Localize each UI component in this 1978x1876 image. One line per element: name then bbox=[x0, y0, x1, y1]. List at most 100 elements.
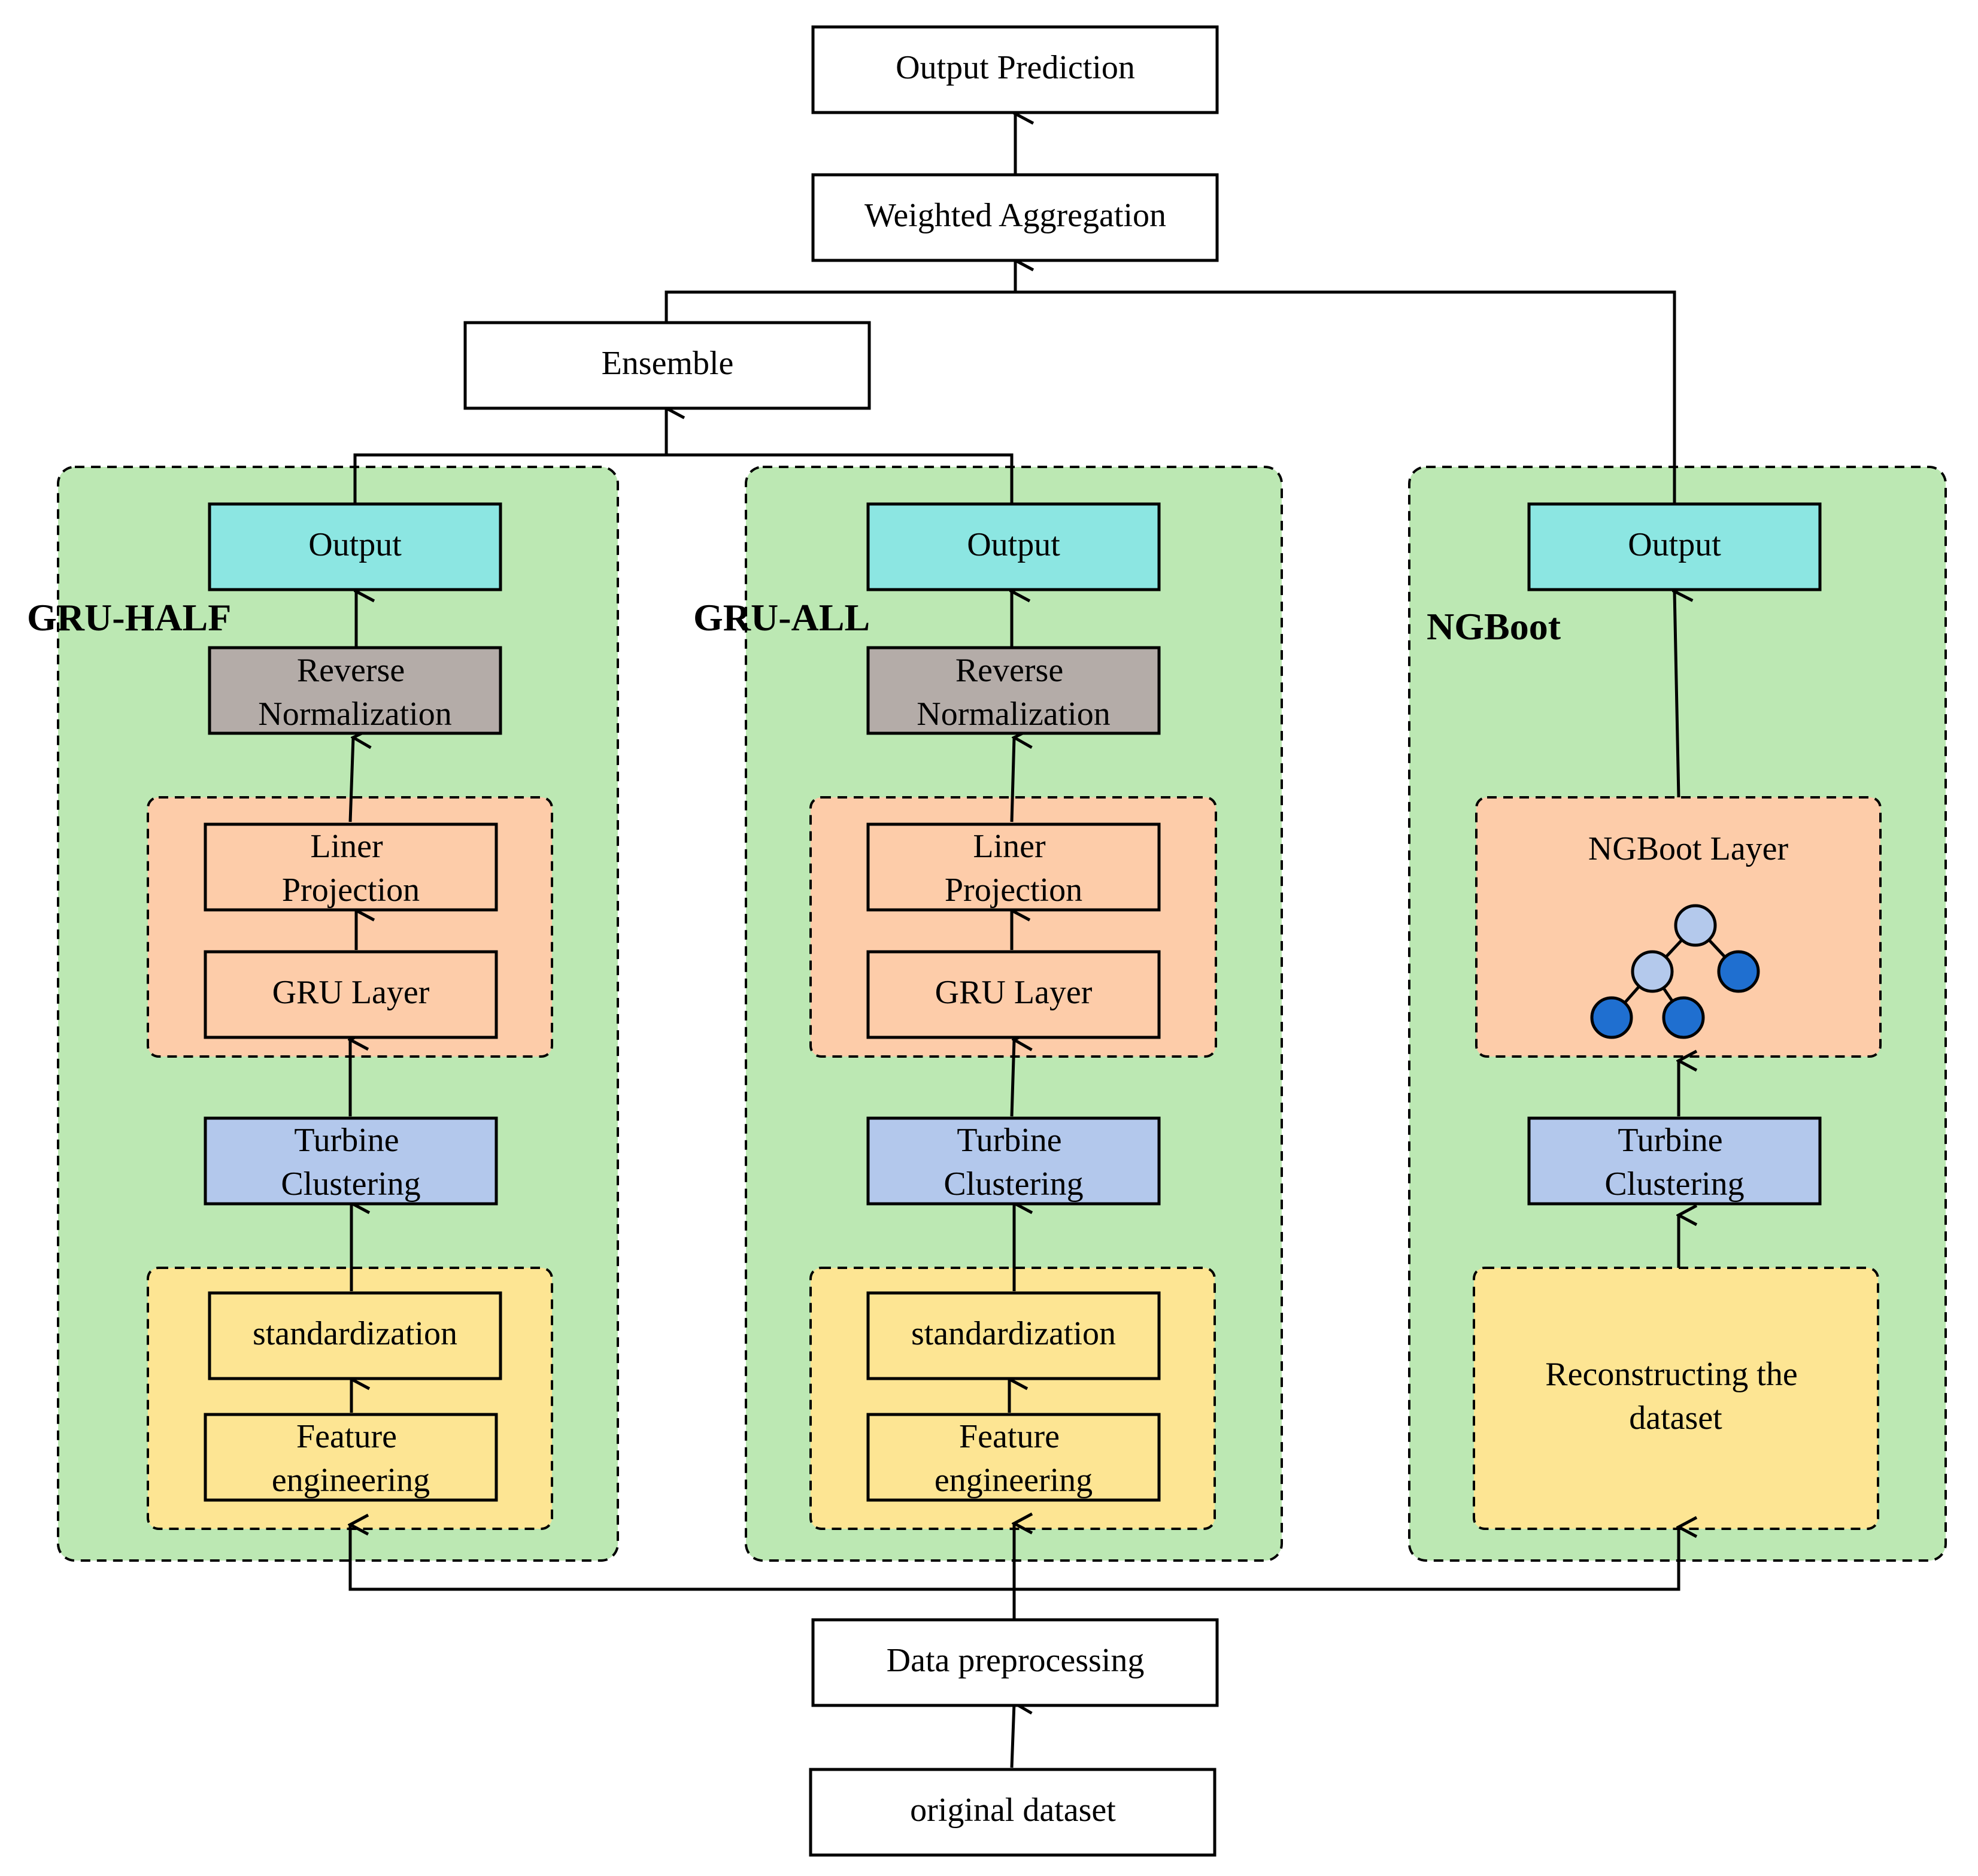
gru-half-liner-projection-box: Liner Projection bbox=[204, 822, 498, 912]
ngboot-output-rect bbox=[1527, 502, 1822, 591]
gru-all-clustering-line-1: Turbine bbox=[957, 1122, 1061, 1159]
gru-all-title: GRU-ALL bbox=[693, 596, 870, 639]
gru-all-reverse-line-1: Reverse bbox=[955, 652, 1063, 689]
reconstructing-line-1: Reconstructing the bbox=[1545, 1356, 1797, 1393]
arrow-ngboot-layer-to-output bbox=[1674, 591, 1679, 798]
gru-half-standardization-rect bbox=[208, 1291, 502, 1380]
gru-all-output-rect bbox=[866, 502, 1161, 591]
tree-node-left-leaf bbox=[1590, 996, 1633, 1039]
gru-half-output-label: Output bbox=[308, 526, 402, 563]
gru-all-clustering-label: Turbine Clustering bbox=[944, 1122, 1083, 1203]
data-preprocessing-box: Data preprocessing bbox=[811, 1618, 1219, 1707]
original-dataset-label: original dataset bbox=[910, 1792, 1116, 1829]
connectors bbox=[350, 114, 1679, 1768]
arrow-projection-to-reverse-all bbox=[1010, 737, 1014, 822]
gru-all-projection-line-1: Liner bbox=[973, 828, 1046, 865]
ensemble-rect bbox=[463, 321, 871, 410]
gru-all-standardization-box: standardization bbox=[866, 1291, 1161, 1380]
gru-half-standardization-box: standardization bbox=[208, 1291, 502, 1380]
gru-half-projection-line-1: Liner bbox=[310, 828, 383, 865]
reconstructing-label: Reconstructing the dataset bbox=[1545, 1356, 1806, 1437]
gru-half-feature-line-2: engineering bbox=[272, 1462, 430, 1499]
gru-all-reverse-rect bbox=[866, 646, 1161, 735]
gru-all-projection-label: Liner Projection bbox=[945, 828, 1082, 909]
reconstructing-block bbox=[1473, 1267, 1879, 1530]
gru-all-feature-line-2: engineering bbox=[935, 1462, 1093, 1499]
ngboot-clustering-label: Turbine Clustering bbox=[1604, 1122, 1744, 1203]
gru-all-output-label: Output bbox=[967, 526, 1060, 563]
tree-node-root bbox=[1674, 904, 1717, 947]
gru-all-projection-rect bbox=[866, 822, 1161, 912]
gru-all-feature-engineering-box: Feature engineering bbox=[866, 1413, 1161, 1502]
gru-half-reverse-rect bbox=[208, 646, 502, 735]
gru-all-projection-line-2: Projection bbox=[945, 872, 1082, 909]
gru-half-clustering-line-2: Clustering bbox=[281, 1165, 420, 1203]
ngboot-clustering-rect bbox=[1527, 1116, 1822, 1206]
arrow-dataset-to-preprocessing bbox=[1010, 1703, 1014, 1768]
arrow-clustering-to-gru-all bbox=[1010, 1040, 1014, 1117]
ngboot-layer-label: NGBoot Layer bbox=[1588, 830, 1789, 867]
gru-all-feature-label: Feature engineering bbox=[935, 1418, 1093, 1499]
gru-half-title: GRU-HALF bbox=[27, 596, 231, 639]
ngboot-output-label: Output bbox=[1628, 526, 1721, 563]
gru-half-gru-label: GRU Layer bbox=[272, 974, 430, 1011]
gru-half-feature-rect bbox=[204, 1413, 498, 1502]
gru-all-output-box: Output bbox=[866, 502, 1161, 591]
ngboot-output-box: Output bbox=[1527, 502, 1822, 591]
gru-half-turbine-clustering-box: Turbine Clustering bbox=[204, 1116, 498, 1206]
gru-all-feature-rect bbox=[866, 1413, 1161, 1502]
gru-half-standardization-label: standardization bbox=[253, 1315, 457, 1352]
gru-all-standardization-rect bbox=[866, 1291, 1161, 1380]
gru-half-gru-layer-box: GRU Layer bbox=[204, 950, 498, 1039]
gru-all-liner-projection-box: Liner Projection bbox=[866, 822, 1161, 912]
gru-all-turbine-clustering-box: Turbine Clustering bbox=[866, 1116, 1161, 1206]
tree-node-center-leaf bbox=[1662, 996, 1705, 1039]
gru-all-clustering-line-2: Clustering bbox=[944, 1165, 1083, 1203]
gru-half-projection-label: Liner Projection bbox=[282, 828, 420, 909]
weighted-aggregation-box: Weighted Aggregation bbox=[811, 173, 1219, 262]
data-preprocessing-rect bbox=[811, 1618, 1219, 1707]
gru-half-projection-rect bbox=[204, 822, 498, 912]
gru-half-reverse-label: Reverse Normalization bbox=[258, 652, 451, 733]
weighted-aggregation-rect bbox=[811, 173, 1219, 262]
gru-half-projection-line-2: Projection bbox=[282, 872, 420, 909]
gru-all-gru-label: GRU Layer bbox=[935, 974, 1093, 1011]
tree-node-right-leaf bbox=[1717, 950, 1760, 993]
arrow-to-gru-half-branch bbox=[350, 1525, 1014, 1591]
gru-half-feature-engineering-box: Feature engineering bbox=[204, 1413, 498, 1502]
ensemble-label: Ensemble bbox=[602, 345, 734, 382]
ngboot-clustering-line-1: Turbine bbox=[1618, 1122, 1722, 1159]
gru-half-feature-label: Feature engineering bbox=[272, 1418, 430, 1499]
gru-all-clustering-rect bbox=[866, 1116, 1161, 1206]
gru-half-gru-rect bbox=[204, 950, 498, 1039]
gru-all-feature-line-1: Feature bbox=[959, 1418, 1060, 1455]
data-preprocessing-label: Data preprocessing bbox=[887, 1642, 1145, 1679]
gru-all-reverse-normalization-box: Reverse Normalization bbox=[866, 646, 1161, 735]
line-gru-outputs-merge bbox=[353, 453, 1014, 504]
original-dataset-rect bbox=[809, 1768, 1216, 1857]
gru-half-reverse-normalization-box: Reverse Normalization bbox=[208, 646, 502, 735]
output-prediction-label: Output Prediction bbox=[896, 49, 1135, 86]
original-dataset-box: original dataset bbox=[809, 1768, 1216, 1857]
gru-all-reverse-line-2: Normalization bbox=[917, 696, 1110, 733]
gru-half-clustering-label: Turbine Clustering bbox=[281, 1122, 420, 1203]
ensemble-box: Ensemble bbox=[463, 321, 871, 410]
gru-all-standardization-label: standardization bbox=[911, 1315, 1116, 1352]
line-ensemble-ngboot-merge bbox=[665, 290, 1676, 504]
arrow-to-ngboot-branch bbox=[1014, 1527, 1679, 1591]
gru-half-clustering-line-1: Turbine bbox=[294, 1122, 399, 1159]
gru-half-clustering-rect bbox=[204, 1116, 498, 1206]
gru-half-feature-line-1: Feature bbox=[296, 1418, 397, 1455]
output-prediction-rect bbox=[811, 25, 1219, 114]
ngboot-turbine-clustering-box: Turbine Clustering bbox=[1527, 1116, 1822, 1206]
output-prediction-box: Output Prediction bbox=[811, 25, 1219, 114]
ngboot-title: NGBoot bbox=[1427, 605, 1561, 648]
tree-icon bbox=[1590, 904, 1760, 1039]
gru-half-output-box: Output bbox=[208, 502, 502, 591]
gru-all-gru-rect bbox=[866, 950, 1161, 1039]
gru-half-reverse-line-2: Normalization bbox=[258, 696, 451, 733]
reconstructing-line-2: dataset bbox=[1629, 1400, 1722, 1437]
gru-half-reverse-line-1: Reverse bbox=[297, 652, 405, 689]
gru-all-gru-layer-box: GRU Layer bbox=[866, 950, 1161, 1039]
